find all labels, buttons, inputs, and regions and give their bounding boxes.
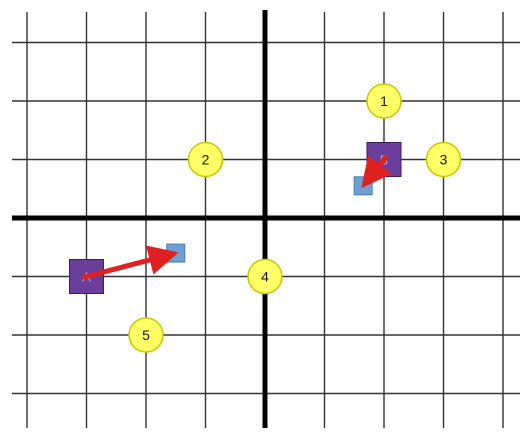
numbered-marker: 3 (425, 141, 462, 178)
object-b: B (353, 142, 402, 196)
motion-arrow (82, 245, 179, 280)
marker-number: 1 (380, 93, 388, 109)
marker-circle (128, 317, 164, 353)
marker-number: 3 (440, 152, 448, 168)
marker-number: 2 (202, 152, 210, 168)
axes (12, 10, 520, 428)
marker-number: 4 (261, 269, 269, 285)
marker-number: 5 (142, 327, 150, 343)
motion-arrow (361, 155, 392, 189)
marker-circle (425, 141, 462, 178)
marker-circle (187, 141, 224, 178)
numbered-markers: 1 2 3 4 5 (128, 83, 462, 353)
numbered-marker: 4 (247, 258, 283, 295)
movable-objects: AB (69, 142, 402, 294)
marker-circle (247, 258, 283, 295)
numbered-marker: 1 (366, 83, 402, 119)
object-a: A (69, 243, 186, 294)
numbered-marker: 5 (128, 317, 164, 353)
numbered-marker: 2 (187, 141, 224, 178)
marker-circle (366, 83, 402, 119)
